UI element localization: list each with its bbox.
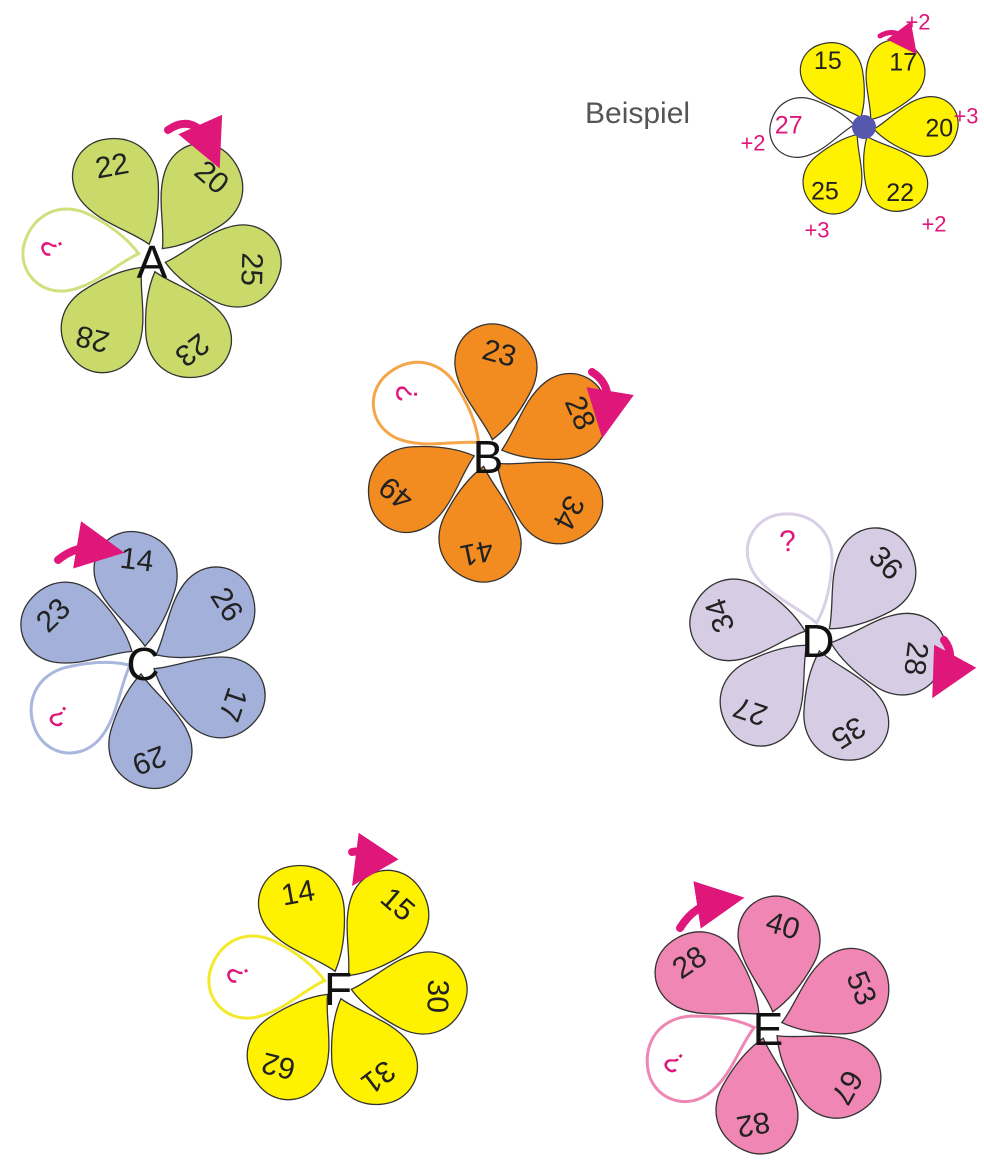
petal-number: 22 <box>93 147 132 185</box>
example-step-label: +3 <box>953 104 978 129</box>
example-flower: 15 17 20 22 25 27 <box>765 28 963 227</box>
direction-arrow <box>680 902 716 928</box>
example-step-label: +2 <box>921 212 946 237</box>
example-petal-number: 20 <box>925 115 953 143</box>
petal-question-mark: ? <box>391 385 424 402</box>
petal-number: 41 <box>457 533 496 572</box>
example-center-dot <box>852 115 876 139</box>
direction-arrow <box>58 548 96 561</box>
flower-c: 2314261729?C <box>6 527 280 794</box>
direction-arrow <box>352 852 369 862</box>
petal-number: 82 <box>734 1105 773 1143</box>
petal-number: 25 <box>234 252 268 286</box>
petal-number: 14 <box>118 542 155 579</box>
example-step-label: +2 <box>740 131 765 156</box>
example-step-label: +2 <box>905 10 930 35</box>
flower-center-letter: B <box>473 431 504 483</box>
example-heading: Beispiel <box>585 97 690 130</box>
example-petal-number: 15 <box>814 47 842 75</box>
flower-center-letter: C <box>126 638 159 690</box>
petal-question-mark: ? <box>778 524 798 558</box>
example-petal-number: 22 <box>886 179 914 207</box>
example-step-label: +3 <box>804 218 829 243</box>
example-direction-arrow <box>880 33 906 40</box>
flower-center-letter: A <box>137 236 168 288</box>
petal-number: 30 <box>420 979 454 1013</box>
flower-center-letter: F <box>324 963 352 1015</box>
direction-arrow <box>168 124 208 142</box>
example-petal-number: 25 <box>811 177 839 205</box>
petal-number: 14 <box>279 874 318 912</box>
example-petal-number: 17 <box>889 49 917 77</box>
flower-center-letter: E <box>753 1003 784 1055</box>
petal-number: 28 <box>897 640 934 677</box>
flower-center-letter: D <box>801 615 834 667</box>
example-petal-number: 27 <box>775 111 803 139</box>
